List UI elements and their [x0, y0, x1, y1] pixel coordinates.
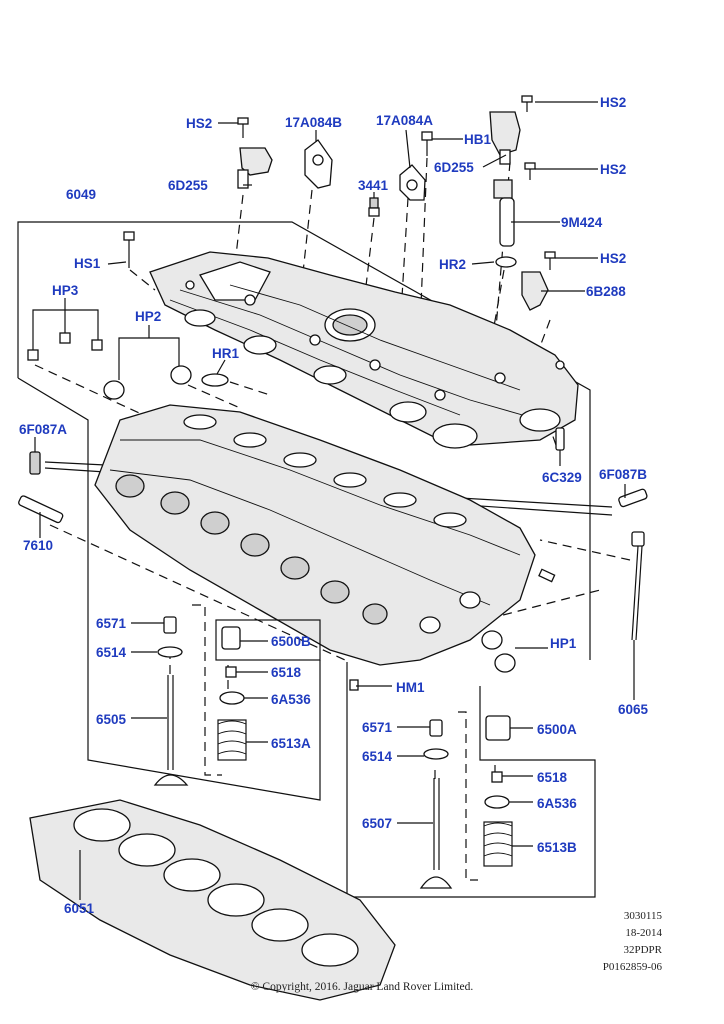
- head-gasket: [29, 799, 396, 1001]
- label-hr1: HR1: [212, 346, 239, 361]
- label-6507: 6507: [362, 816, 392, 831]
- label-6518-a: 6518: [271, 665, 302, 680]
- copyright-notice: © Copyright, 2016. Jaguar Land Rover Lim…: [250, 981, 474, 993]
- upper-components: [18, 95, 648, 691]
- reference-line: 32PDPR: [623, 944, 662, 956]
- label-hs2-b: HS2: [600, 95, 626, 110]
- label-6d255-b: 6D255: [434, 160, 474, 175]
- label-6513b: 6513B: [537, 840, 577, 855]
- label-hb1: HB1: [464, 132, 491, 147]
- label-6f087b: 6F087B: [599, 467, 647, 482]
- label-6d255-a: 6D255: [168, 178, 208, 193]
- label-3441: 3441: [358, 178, 389, 193]
- label-6f087a: 6F087A: [19, 422, 67, 437]
- label-6514-b: 6514: [362, 749, 393, 764]
- label-6571-b: 6571: [362, 720, 393, 735]
- label-6571-a: 6571: [96, 616, 127, 631]
- label-6500a: 6500A: [537, 722, 577, 737]
- reference-line: P0162859-06: [602, 961, 662, 973]
- label-hp1: HP1: [550, 636, 577, 651]
- assembly-frames: [17, 221, 596, 898]
- label-hs2-c: HS2: [600, 162, 626, 177]
- label-hm1: HM1: [396, 680, 425, 695]
- label-6518-b: 6518: [537, 770, 568, 785]
- intake-valve-set: [153, 616, 321, 786]
- reference-line: 3030115: [623, 910, 662, 922]
- label-6513a: 6513A: [271, 736, 311, 751]
- label-6500b: 6500B: [271, 634, 311, 649]
- label-6505: 6505: [96, 712, 127, 727]
- leader-lines: [32, 101, 635, 900]
- label-6514-a: 6514: [96, 645, 127, 660]
- label-7610: 7610: [23, 538, 53, 553]
- label-hs2-a: HS2: [186, 116, 212, 131]
- drawing-reference: 3030115 18-2014 32PDPR P0162859-06: [603, 908, 662, 976]
- label-hp2: HP2: [135, 309, 161, 324]
- label-17a084b: 17A084B: [285, 115, 342, 130]
- label-6065: 6065: [618, 702, 649, 717]
- label-6b288: 6B288: [586, 284, 626, 299]
- label-6051: 6051: [64, 901, 95, 916]
- label-6a536-b: 6A536: [537, 796, 577, 811]
- label-hr2: HR2: [439, 257, 466, 272]
- cylinder-head: [94, 404, 556, 666]
- label-hs2-d: HS2: [600, 251, 626, 266]
- label-9m424: 9M424: [561, 215, 603, 230]
- label-17a084a: 17A084A: [376, 113, 433, 128]
- reference-line: 18-2014: [625, 927, 662, 939]
- part-labels: HS2 17A084B 17A084A HB1 HS2 6D255 6D255 …: [19, 95, 649, 916]
- label-6c329: 6C329: [542, 470, 582, 485]
- label-6049: 6049: [66, 187, 96, 202]
- label-hp3: HP3: [52, 283, 79, 298]
- label-6a536-a: 6A536: [271, 692, 311, 707]
- label-hs1: HS1: [74, 256, 101, 271]
- cam-carrier: [149, 251, 579, 449]
